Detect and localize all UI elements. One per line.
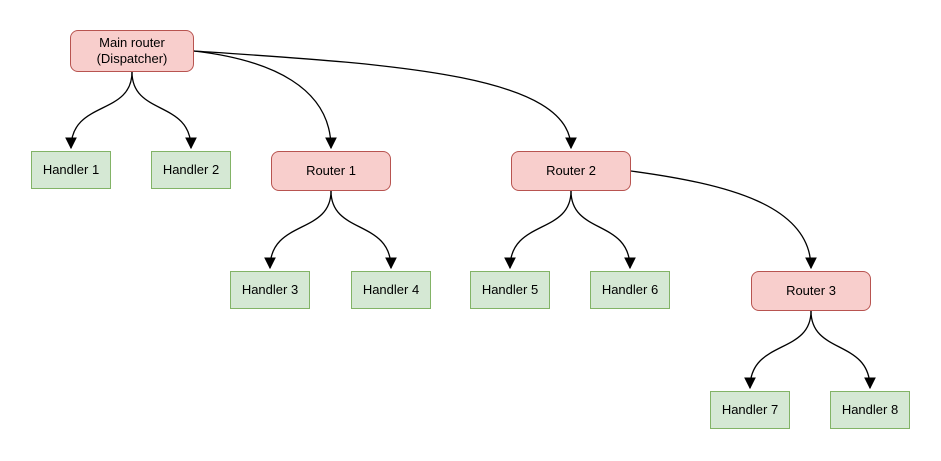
node-router-2: Router 2 bbox=[511, 151, 631, 191]
edge-main-router-to-router-2 bbox=[193, 50, 577, 150]
node-handler-1: Handler 1 bbox=[31, 151, 111, 189]
edge-router-1-to-handler-4 bbox=[330, 190, 397, 270]
node-router-3: Router 3 bbox=[751, 271, 871, 311]
edge-router-1-to-handler-3 bbox=[264, 190, 332, 270]
edge-main-router-to-handler-2 bbox=[131, 71, 197, 150]
edge-router-2-to-handler-5 bbox=[504, 190, 572, 270]
edge-router-3-to-handler-8 bbox=[810, 310, 876, 390]
node-handler-6: Handler 6 bbox=[590, 271, 670, 309]
edge-main-router-to-router-1 bbox=[193, 50, 337, 150]
edge-router-3-to-handler-7 bbox=[744, 310, 812, 390]
node-handler-7: Handler 7 bbox=[710, 391, 790, 429]
node-router-1: Router 1 bbox=[271, 151, 391, 191]
node-handler-4: Handler 4 bbox=[351, 271, 431, 309]
node-handler-3: Handler 3 bbox=[230, 271, 310, 309]
edge-router-2-to-handler-6 bbox=[570, 190, 636, 270]
edge-main-router-to-handler-1 bbox=[65, 71, 133, 150]
node-main-router: Main router (Dispatcher) bbox=[70, 30, 194, 72]
node-handler-2: Handler 2 bbox=[151, 151, 231, 189]
edge-router-2-to-router-3 bbox=[630, 170, 817, 270]
node-handler-8: Handler 8 bbox=[830, 391, 910, 429]
node-handler-5: Handler 5 bbox=[470, 271, 550, 309]
